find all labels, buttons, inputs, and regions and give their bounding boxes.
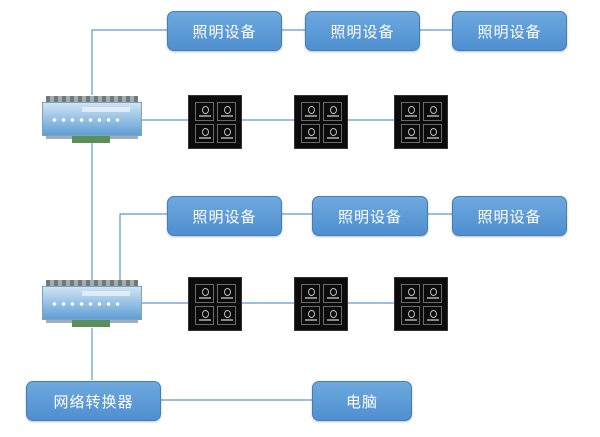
lighting-device-box: 照明设备 (167, 196, 282, 236)
switch-panel (394, 277, 448, 331)
lighting-device-box: 照明设备 (167, 11, 282, 51)
switch-panel (394, 95, 448, 149)
controller-module (42, 96, 142, 144)
switch-panel (188, 277, 242, 331)
network-converter-box: 网络转换器 (26, 381, 161, 421)
switch-panel (188, 95, 242, 149)
switch-panel (294, 95, 348, 149)
line-ctrl2-to-light (119, 213, 168, 282)
computer-box: 电脑 (312, 381, 412, 421)
switch-panel (294, 277, 348, 331)
lighting-device-box: 照明设备 (452, 196, 567, 236)
lighting-device-box: 照明设备 (452, 11, 567, 51)
line-ctrl1-to-light (91, 29, 168, 95)
lighting-device-box: 照明设备 (305, 11, 420, 51)
lighting-device-box: 照明设备 (312, 196, 428, 236)
controller-module (42, 280, 142, 328)
